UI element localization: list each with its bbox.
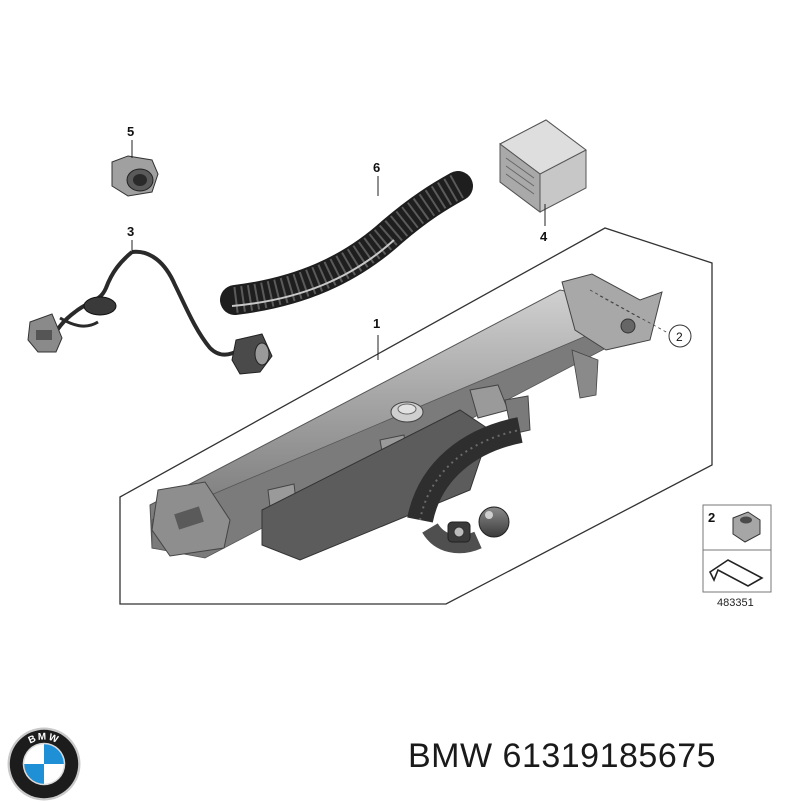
arrow-icon: [708, 559, 764, 587]
part-3-wiring-harness: [27, 249, 273, 375]
part-6-cable-sleeve: [220, 171, 473, 315]
bmw-logo: BMW: [7, 727, 81, 801]
part-5-socket: [111, 155, 159, 197]
callout-4: 4: [540, 229, 548, 244]
callout-2: 2: [676, 330, 683, 344]
callout-5: 5: [127, 124, 134, 139]
callout-3: 3: [127, 224, 134, 239]
assembly-frame: [119, 227, 713, 605]
callout-1: 1: [373, 316, 380, 331]
legend-box: 2 483351: [702, 504, 772, 609]
legend-callout-2: 2: [708, 510, 715, 525]
part-4-control-module: [499, 119, 587, 213]
nut-icon: [732, 511, 761, 543]
svg-text:BMW: BMW: [27, 731, 61, 746]
brand-name: BMW: [408, 737, 493, 775]
part-1-towbar: [149, 273, 663, 561]
diagram-number: 483351: [717, 597, 754, 609]
callout-2-circle: [668, 324, 692, 348]
part-caption: BMW 61319185675: [408, 737, 716, 776]
part-number: 61319185675: [502, 737, 717, 775]
callout-6: 6: [373, 160, 380, 175]
